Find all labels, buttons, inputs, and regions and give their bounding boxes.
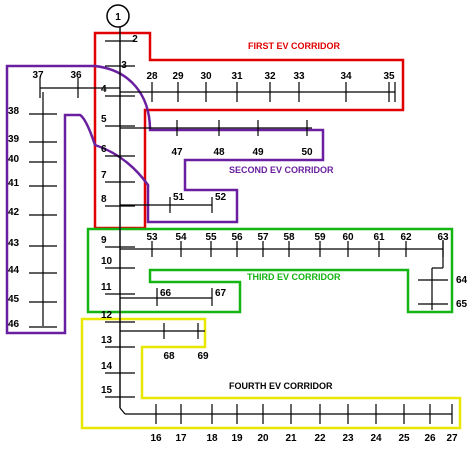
bus-label-38: 38 — [8, 106, 20, 117]
bus-label-8: 8 — [101, 194, 107, 205]
bus-label-40: 40 — [8, 154, 20, 165]
bus-label-47: 47 — [171, 147, 183, 158]
bus-label-59: 59 — [314, 232, 326, 243]
bus-label-53: 53 — [146, 232, 158, 243]
bus-label-23: 23 — [342, 433, 354, 444]
bus-label-22: 22 — [314, 433, 326, 444]
second-corridor-outline — [5, 64, 325, 335]
bus-label-63: 63 — [437, 232, 449, 243]
bus-label-19: 19 — [231, 433, 243, 444]
bus-label-27: 27 — [446, 433, 458, 444]
network-lines — [29, 4, 453, 424]
bus-label-31: 31 — [231, 71, 243, 82]
source-bus-circle — [106, 4, 130, 28]
bus-label-24: 24 — [370, 433, 382, 444]
bus-label-66: 66 — [160, 288, 172, 299]
bus-label-41: 41 — [8, 178, 20, 189]
bus-label-2: 2 — [132, 34, 138, 45]
bus-label-21: 21 — [285, 433, 297, 444]
bus-label-37: 37 — [32, 70, 44, 81]
bus-label-14: 14 — [101, 361, 113, 372]
bus-label-55: 55 — [205, 232, 217, 243]
bus-label-52: 52 — [215, 192, 227, 203]
bus-label-50: 50 — [301, 147, 313, 158]
bus-label-56: 56 — [231, 232, 243, 243]
corridor-labels: FIRST EV CORRIDOR SECOND EV CORRIDOR THI… — [229, 41, 341, 391]
bus-label-44: 44 — [8, 265, 20, 276]
bus-label-36: 36 — [70, 70, 82, 81]
bus-label-16: 16 — [150, 433, 162, 444]
bus-label-69: 69 — [197, 351, 209, 362]
bus-label-45: 45 — [8, 294, 20, 305]
bus-label-1: 1 — [115, 12, 121, 23]
first-corridor-label: FIRST EV CORRIDOR — [248, 41, 341, 51]
bus-label-13: 13 — [101, 335, 113, 346]
bus-label-20: 20 — [257, 433, 269, 444]
bus-label-5: 5 — [101, 114, 107, 125]
bus-label-42: 42 — [8, 207, 20, 218]
corridor-outlines — [5, 31, 462, 430]
branch-15-joint — [119, 407, 126, 415]
bus-label-25: 25 — [398, 433, 410, 444]
bus-label-30: 30 — [200, 71, 212, 82]
bus-label-67: 67 — [215, 288, 227, 299]
bus-label-17: 17 — [175, 433, 187, 444]
bus-label-46: 46 — [8, 319, 20, 330]
bus-label-64: 64 — [456, 275, 468, 286]
bus-label-48: 48 — [213, 147, 225, 158]
bus-label-61: 61 — [373, 232, 385, 243]
bus-label-60: 60 — [342, 232, 354, 243]
bus-label-68: 68 — [163, 351, 175, 362]
bus-label-3: 3 — [121, 60, 127, 71]
bus-label-32: 32 — [264, 71, 276, 82]
bus-label-33: 33 — [293, 71, 305, 82]
bus-label-7: 7 — [101, 170, 107, 181]
second-corridor-label: SECOND EV CORRIDOR — [229, 165, 334, 175]
bus-label-26: 26 — [424, 433, 436, 444]
bus-label-18: 18 — [206, 433, 218, 444]
bus-label-58: 58 — [283, 232, 295, 243]
third-corridor-label: THIRD EV CORRIDOR — [247, 272, 341, 282]
bus-label-62: 62 — [400, 232, 412, 243]
bus-label-29: 29 — [172, 71, 184, 82]
bus-label-39: 39 — [8, 134, 20, 145]
bus-label-10: 10 — [101, 256, 113, 267]
bus-label-11: 11 — [101, 282, 112, 293]
bus-label-34: 34 — [340, 71, 352, 82]
third-corridor-outline — [86, 227, 454, 314]
bus-label-12: 12 — [101, 310, 113, 321]
bus-label-28: 28 — [146, 71, 158, 82]
bus-label-54: 54 — [175, 232, 187, 243]
fourth-corridor-outline — [80, 317, 462, 430]
bus-label-4: 4 — [101, 84, 107, 95]
bus-label-43: 43 — [8, 238, 20, 249]
bus-label-57: 57 — [257, 232, 269, 243]
bus-label-51: 51 — [173, 192, 185, 203]
bus-label-49: 49 — [252, 147, 264, 158]
bus-label-6: 6 — [101, 144, 107, 155]
fourth-corridor-label: FOURTH EV CORRIDOR — [229, 381, 333, 391]
bus-label-9: 9 — [101, 235, 107, 246]
bus-label-35: 35 — [383, 71, 395, 82]
bus-label-15: 15 — [101, 385, 113, 396]
bus-label-65: 65 — [456, 299, 468, 310]
